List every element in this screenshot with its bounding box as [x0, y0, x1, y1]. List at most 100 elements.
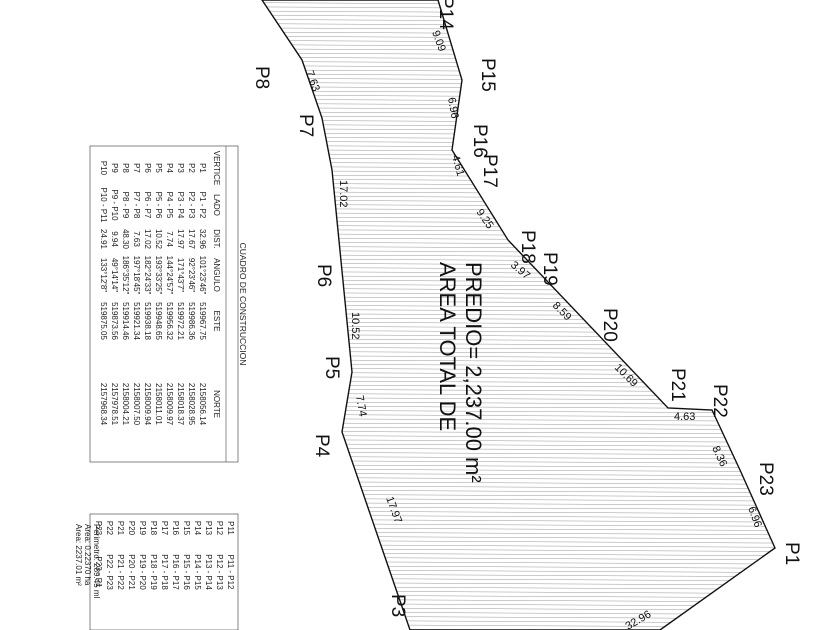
- table-cell: P8 - P9: [121, 192, 130, 219]
- table-cell: 49°14'14": [110, 258, 119, 292]
- table2-cell: P12 - P13: [215, 554, 224, 590]
- vertex-label-p14: P14: [435, 0, 456, 30]
- hatch-line: [262, 44, 775, 48]
- table2-cell: P19: [138, 521, 147, 536]
- hatch-line: [262, 586, 775, 590]
- table2-cell: P15: [182, 521, 191, 536]
- vertex-label-p19: P19: [539, 252, 560, 286]
- hatch-line: [262, 94, 775, 99]
- vertex-label-p1: P1: [781, 542, 802, 565]
- hatch-line: [262, 472, 775, 477]
- hatch-line: [262, 77, 775, 82]
- table-cell: P6 - P7: [143, 192, 152, 219]
- hatch-line: [262, 308, 775, 313]
- table-cell: 519873.56: [110, 302, 119, 340]
- segment-label: 10.52: [349, 312, 361, 340]
- table-cell: 7.63: [132, 231, 141, 247]
- vertex-label-p8: P8: [251, 66, 272, 89]
- segment-label: 7.63: [303, 69, 322, 93]
- hatch-line: [262, 342, 775, 347]
- hatch-line: [262, 292, 775, 296]
- hatch-line: [262, 90, 775, 95]
- table-cell: 186°35'12": [121, 256, 130, 295]
- hatch-line: [262, 506, 775, 510]
- summary-area-m2: Area: 2237.01 m²: [74, 524, 83, 586]
- hatch-line: [262, 287, 775, 292]
- vertex-label-p6: P6: [313, 264, 334, 287]
- hatch-line: [262, 216, 775, 221]
- table-cell: 17.67: [187, 229, 196, 250]
- table2-cell: P23: [94, 521, 103, 536]
- lot-boundary: [261, 0, 776, 630]
- hatch-line: [262, 174, 775, 179]
- segment-label: 8.59: [550, 300, 574, 324]
- hatch-line: [262, 619, 775, 624]
- table-header-cell: ANGULO: [212, 258, 221, 292]
- segment-label: 8.36: [709, 444, 729, 468]
- hatch-line: [262, 422, 775, 426]
- table-cell: 519967.75: [198, 302, 207, 340]
- table-cell: P2: [187, 163, 196, 173]
- hatch-line: [262, 86, 775, 90]
- table-cell: 7.74: [165, 231, 174, 247]
- hatch-line: [262, 321, 775, 326]
- hatch-line: [262, 615, 775, 620]
- table-cell: 17.97: [176, 229, 185, 250]
- table-cell: P3: [176, 163, 185, 173]
- table-cell: P7 - P8: [132, 192, 141, 219]
- hatch-line: [262, 6, 775, 11]
- table-cell: P1 - P2: [198, 192, 207, 219]
- hatch-line: [262, 581, 775, 586]
- table2-cell: P20: [127, 521, 136, 536]
- table-cell: P6: [143, 163, 152, 173]
- hatch-line: [262, 565, 775, 569]
- hatch-line: [262, 497, 775, 502]
- hatch-line: [262, 195, 775, 200]
- hatch-line: [262, 52, 775, 57]
- table-cell: 182°24'33": [143, 256, 152, 295]
- hatch-line: [262, 48, 775, 53]
- hatch-line: [262, 296, 775, 300]
- table-cell: 48.30: [121, 229, 130, 250]
- table-cell: P3 - P4: [176, 192, 185, 219]
- hatch-line: [262, 69, 775, 74]
- segment-label: 9.25: [474, 207, 496, 231]
- vertex-label-p15: P15: [477, 58, 498, 92]
- hatch-line: [262, 111, 775, 116]
- table-cell: 519986.36: [187, 302, 196, 340]
- hatch-line: [262, 489, 775, 494]
- segment-label: 4.63: [674, 411, 695, 423]
- table-cell: P4 - P5: [165, 192, 174, 219]
- table-cell: 519956.32: [165, 302, 174, 340]
- segment-label: 6.96: [745, 505, 764, 529]
- hatch-line: [262, 481, 775, 485]
- table2-cell: P17: [160, 521, 169, 536]
- construction-table: CUADRO DE CONSTRUCCION VERTICELADODIST.A…: [89, 145, 248, 463]
- table-cell: P5 - P6: [154, 192, 163, 219]
- hatch-line: [262, 153, 775, 158]
- table2-cell: P23 - P1: [94, 556, 103, 588]
- hatch-line: [262, 476, 775, 481]
- table2-cell: P18: [149, 521, 158, 536]
- hatch-line: [262, 35, 775, 40]
- vertex-label-p22: P22: [709, 384, 730, 418]
- table-cell: 133°12'8": [99, 258, 108, 292]
- hatch-line: [262, 523, 775, 527]
- hatch-line: [262, 598, 775, 603]
- hatch-line: [262, 510, 775, 515]
- hatch-line: [262, 182, 775, 187]
- vertex-label-p21: P21: [667, 368, 688, 402]
- vertex-label-p3: P3: [387, 594, 408, 617]
- table2-cell: P18 - P19: [149, 554, 158, 590]
- table-cell: P2 - P3: [187, 192, 196, 219]
- hatch-line: [262, 317, 775, 321]
- hatch-line: [262, 552, 775, 557]
- table-cell: 2158004.21: [121, 383, 130, 426]
- vertex-labels: P8 P7 P6 P5 P4 P3 P15 P16 P17 P18 P19 P2…: [251, 0, 802, 617]
- hatch-line: [262, 119, 775, 124]
- table2-cell: P16 - P17: [171, 554, 180, 590]
- hatch-line: [262, 224, 775, 229]
